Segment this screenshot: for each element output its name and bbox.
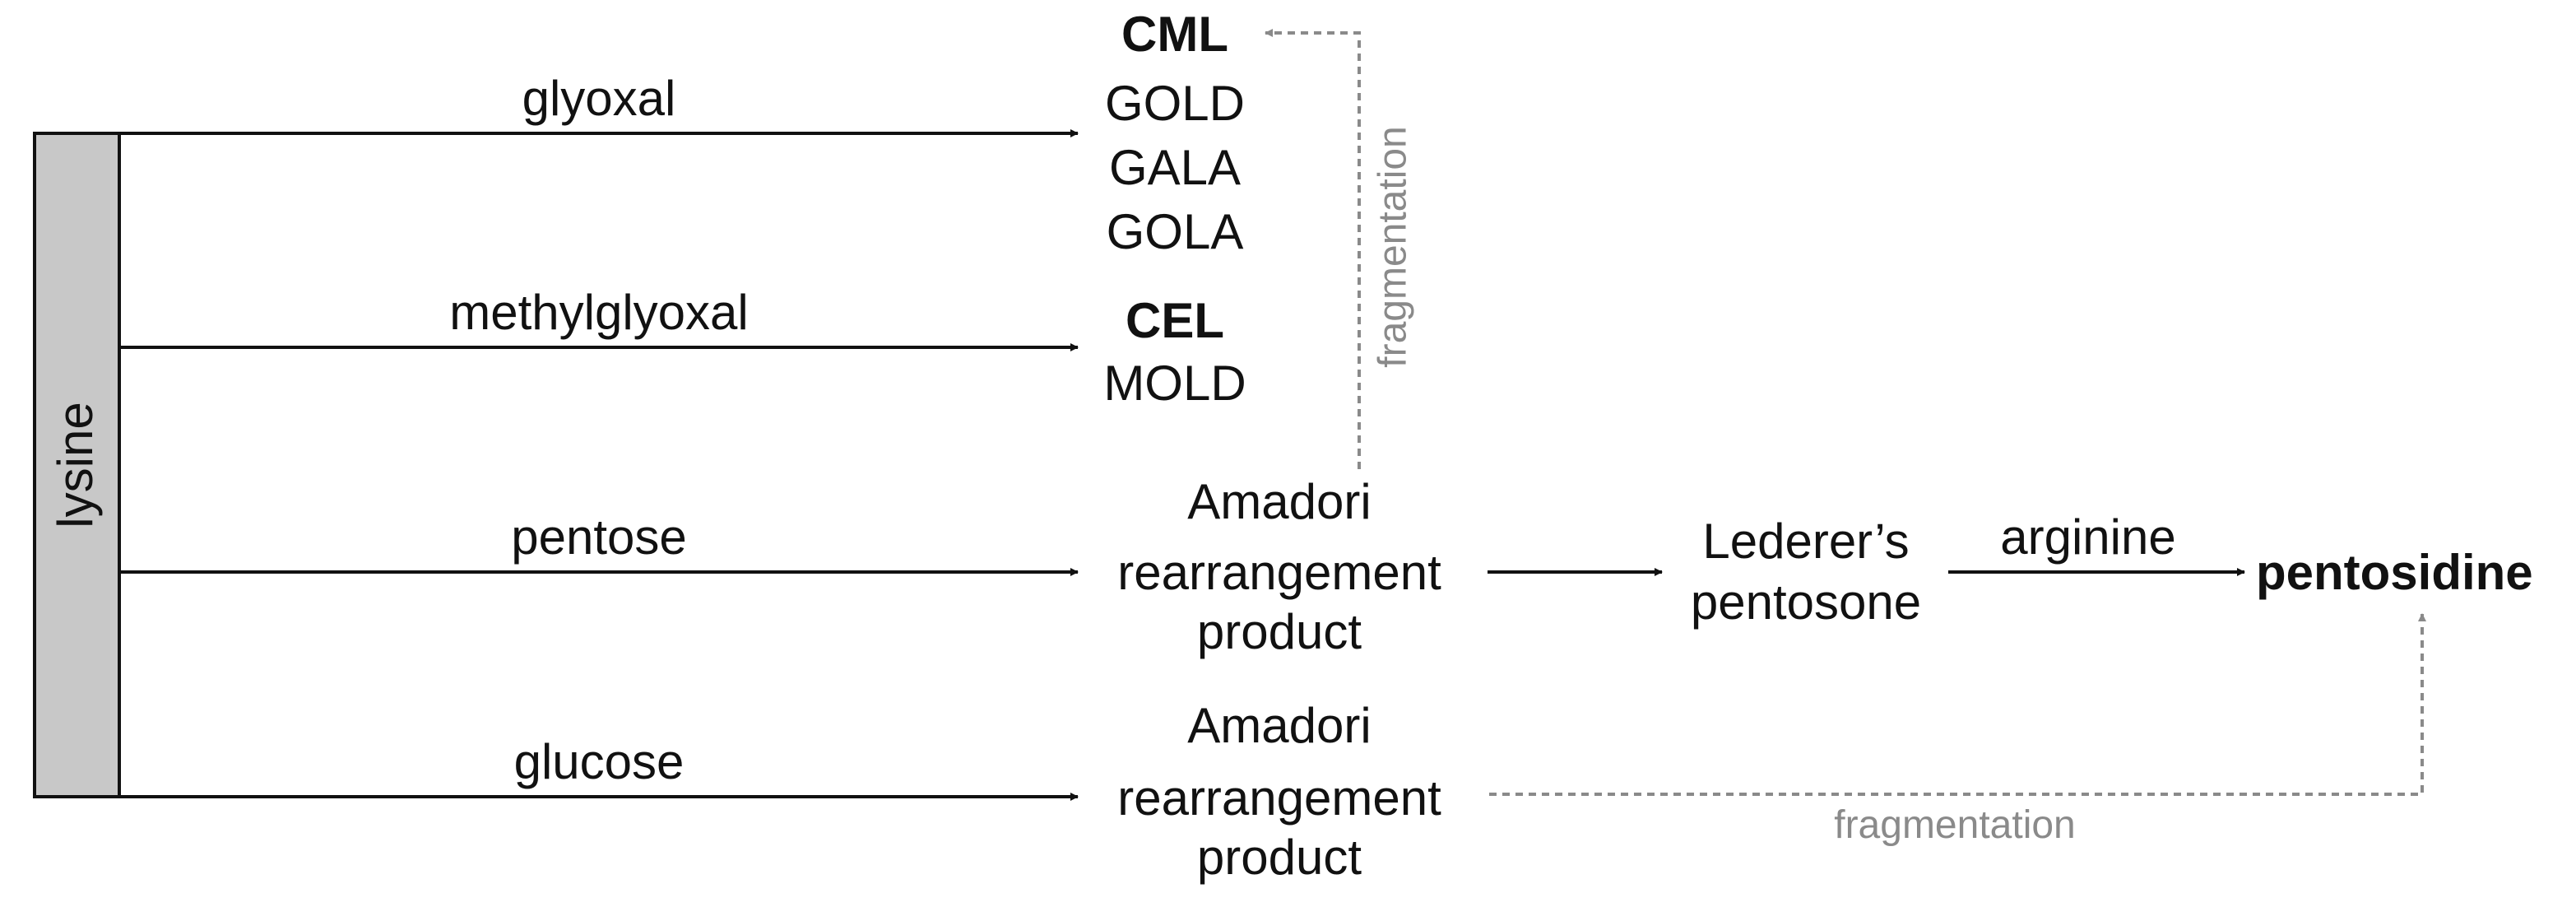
amadori-pentose-line1: Amadori [1187, 474, 1371, 529]
gala-label: GALA [1109, 140, 1241, 195]
fragmentation-vertical-label: fragmentation [1372, 126, 1415, 368]
amadori-pentose-line3: product [1197, 604, 1362, 659]
lederer-line2: pentosone [1691, 574, 1921, 630]
pentose-label: pentose [511, 509, 687, 565]
fragmentation-vertical-arrow [1265, 29, 1361, 469]
fragmentation-horizontal-arrow [1489, 613, 2426, 796]
cel-label: CEL [1126, 293, 1224, 348]
pentosidine-label: pentosidine [2256, 545, 2533, 600]
lysine-bar: lysine [33, 132, 121, 798]
amadori-pentose-line2: rearrangement [1117, 545, 1441, 600]
gola-label: GOLA [1107, 204, 1244, 259]
lederer-line1: Lederer’s [1702, 514, 1909, 569]
glyoxal-label: glyoxal [522, 71, 676, 126]
arginine-label: arginine [2000, 509, 2176, 565]
gold-label: GOLD [1105, 76, 1245, 131]
amadori-glucose-line2: rearrangement [1117, 770, 1441, 826]
amadori-glucose-line3: product [1197, 830, 1362, 885]
methylglyoxal-label: methylglyoxal [449, 285, 749, 340]
amadori-glucose-line1: Amadori [1187, 698, 1371, 753]
fragmentation-horizontal-label: fragmentation [1834, 803, 2076, 847]
mold-label: MOLD [1103, 356, 1246, 411]
glucose-label: glucose [514, 734, 685, 789]
lysine-label: lysine [48, 402, 103, 528]
cml-label: CML [1121, 7, 1228, 62]
